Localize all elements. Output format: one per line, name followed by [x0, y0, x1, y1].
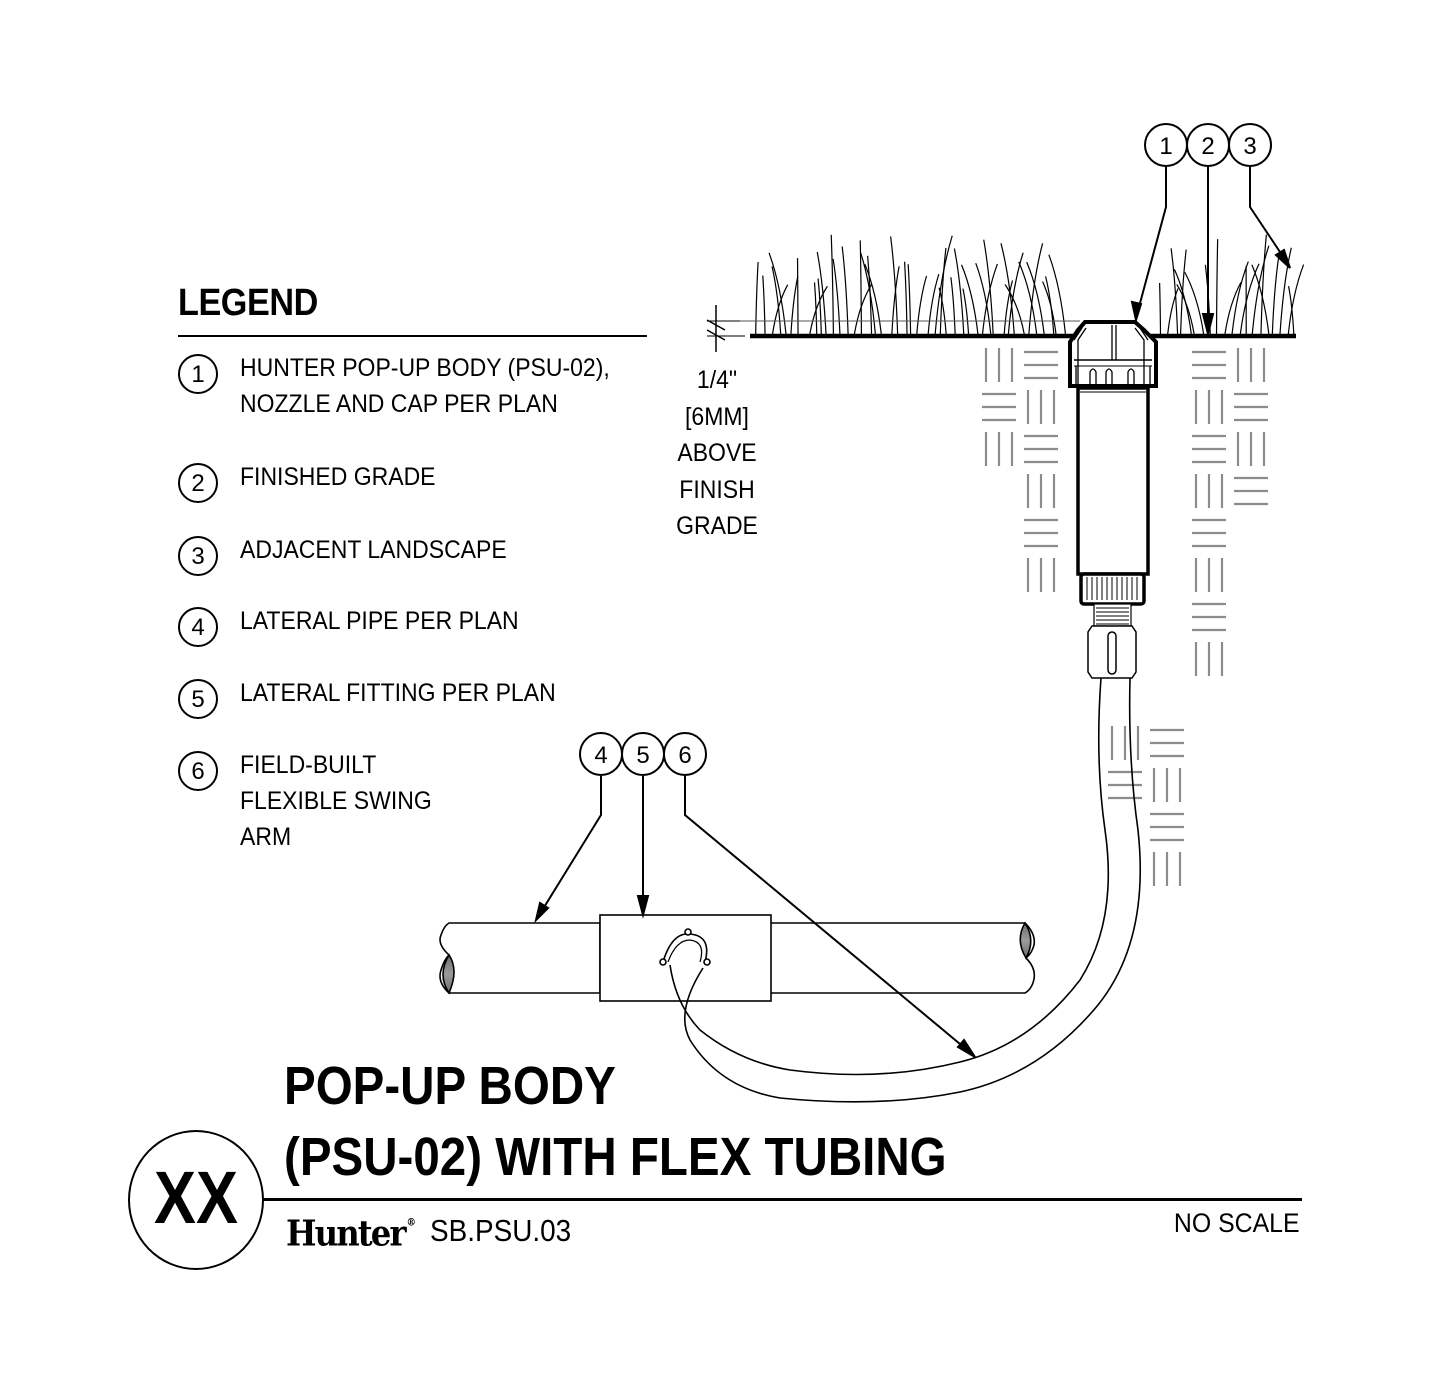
sheet-id: SB.PSU.03	[430, 1213, 572, 1248]
legend-text: LATERAL PIPE PER PLAN	[240, 607, 519, 635]
callout-5: 5	[636, 742, 649, 769]
legend-text: FINISHED GRADE	[240, 463, 436, 491]
legend-number: 6	[178, 751, 218, 791]
dimension-marker	[706, 305, 745, 352]
callout-6: 6	[678, 742, 691, 769]
legend-title: LEGEND	[178, 282, 318, 324]
callout-2: 2	[1201, 133, 1214, 160]
scale-note: NO SCALE	[1174, 1208, 1300, 1238]
legend-text: HUNTER POP-UP BODY (PSU-02), NOZZLE AND …	[240, 354, 610, 418]
legend-number: 1	[178, 354, 218, 394]
lateral-fitting	[599, 914, 772, 1002]
legend-text: ADJACENT LANDSCAPE	[240, 536, 507, 564]
legend-number: 4	[178, 607, 218, 647]
callout-3: 3	[1243, 133, 1256, 160]
callout-bubbles-top	[1144, 123, 1272, 167]
callout-leaders	[534, 166, 1291, 1058]
flex-swing-arm	[659, 677, 1142, 1103]
legend-number: 3	[178, 536, 218, 576]
legend-text: LATERAL FITTING PER PLAN	[240, 679, 556, 707]
callout-bubbles-bottom	[579, 732, 707, 776]
legend-divider	[178, 335, 647, 337]
legend-number: 2	[178, 463, 218, 503]
grass-landscape	[755, 234, 1305, 335]
callout-1: 1	[1159, 133, 1172, 160]
legend-text: FIELD-BUILT FLEXIBLE SWING ARM	[240, 751, 432, 851]
dimension-note: 1/4" [6MM] ABOVE FINISH GRADE	[676, 366, 758, 540]
callout-4: 4	[594, 742, 607, 769]
detail-number-bubble: XX	[128, 1130, 264, 1270]
registered-mark: ®	[406, 1217, 416, 1229]
detail-title-line-2: (PSU-02) WITH FLEX TUBING	[284, 1127, 947, 1187]
detail-number: XX	[154, 1156, 238, 1239]
title-divider	[262, 1198, 1302, 1201]
soil-hatch	[982, 348, 1268, 886]
detail-title-line-1: POP-UP BODY	[284, 1056, 616, 1116]
popup-body	[1068, 320, 1158, 679]
legend-number: 5	[178, 679, 218, 719]
hunter-logo: Hunter®	[286, 1213, 416, 1255]
brand-name: Hunter	[286, 1213, 406, 1255]
